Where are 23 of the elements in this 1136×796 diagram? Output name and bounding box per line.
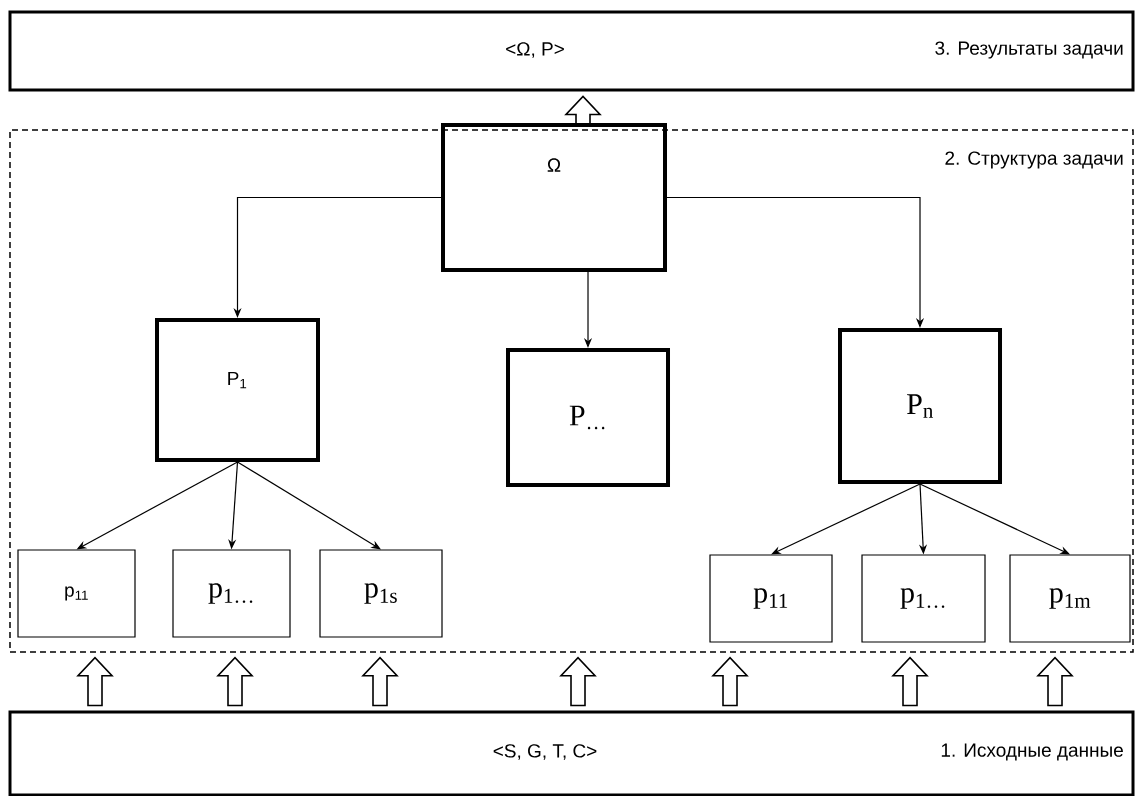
element-box: p$_{1…}$ — [861, 554, 986, 643]
block-arrow — [891, 656, 929, 707]
block-arrow — [564, 95, 602, 126]
subproblem-box: P$_{n}$ — [838, 328, 1002, 484]
element-box: p$_{1m}$ — [1009, 554, 1131, 643]
block-arrow — [361, 656, 399, 707]
block-arrow — [216, 656, 254, 707]
subproblem-box: P$_{…}$ — [506, 348, 670, 487]
root-box: Ω — [441, 123, 667, 272]
input-box: <S, G, T, C> 1. Исходные данные — [8, 710, 1135, 796]
arrow — [919, 483, 1070, 555]
element-box: p$_{1s}$ — [319, 549, 443, 638]
element-box: p$_{11}$ — [709, 554, 833, 643]
results-box: <Ω, P> 3. Результаты задачи — [8, 10, 1135, 92]
block-arrow — [76, 656, 114, 707]
arrow — [236, 461, 381, 550]
block-arrow — [1036, 656, 1074, 707]
subproblem-box: P$_{1}$ — [155, 318, 320, 462]
block-arrow — [711, 656, 749, 707]
arrow — [771, 483, 921, 555]
element-box: p$_{1…}$ — [172, 549, 291, 638]
element-box: p$_{11}$ — [17, 549, 136, 638]
block-arrow — [559, 656, 597, 707]
